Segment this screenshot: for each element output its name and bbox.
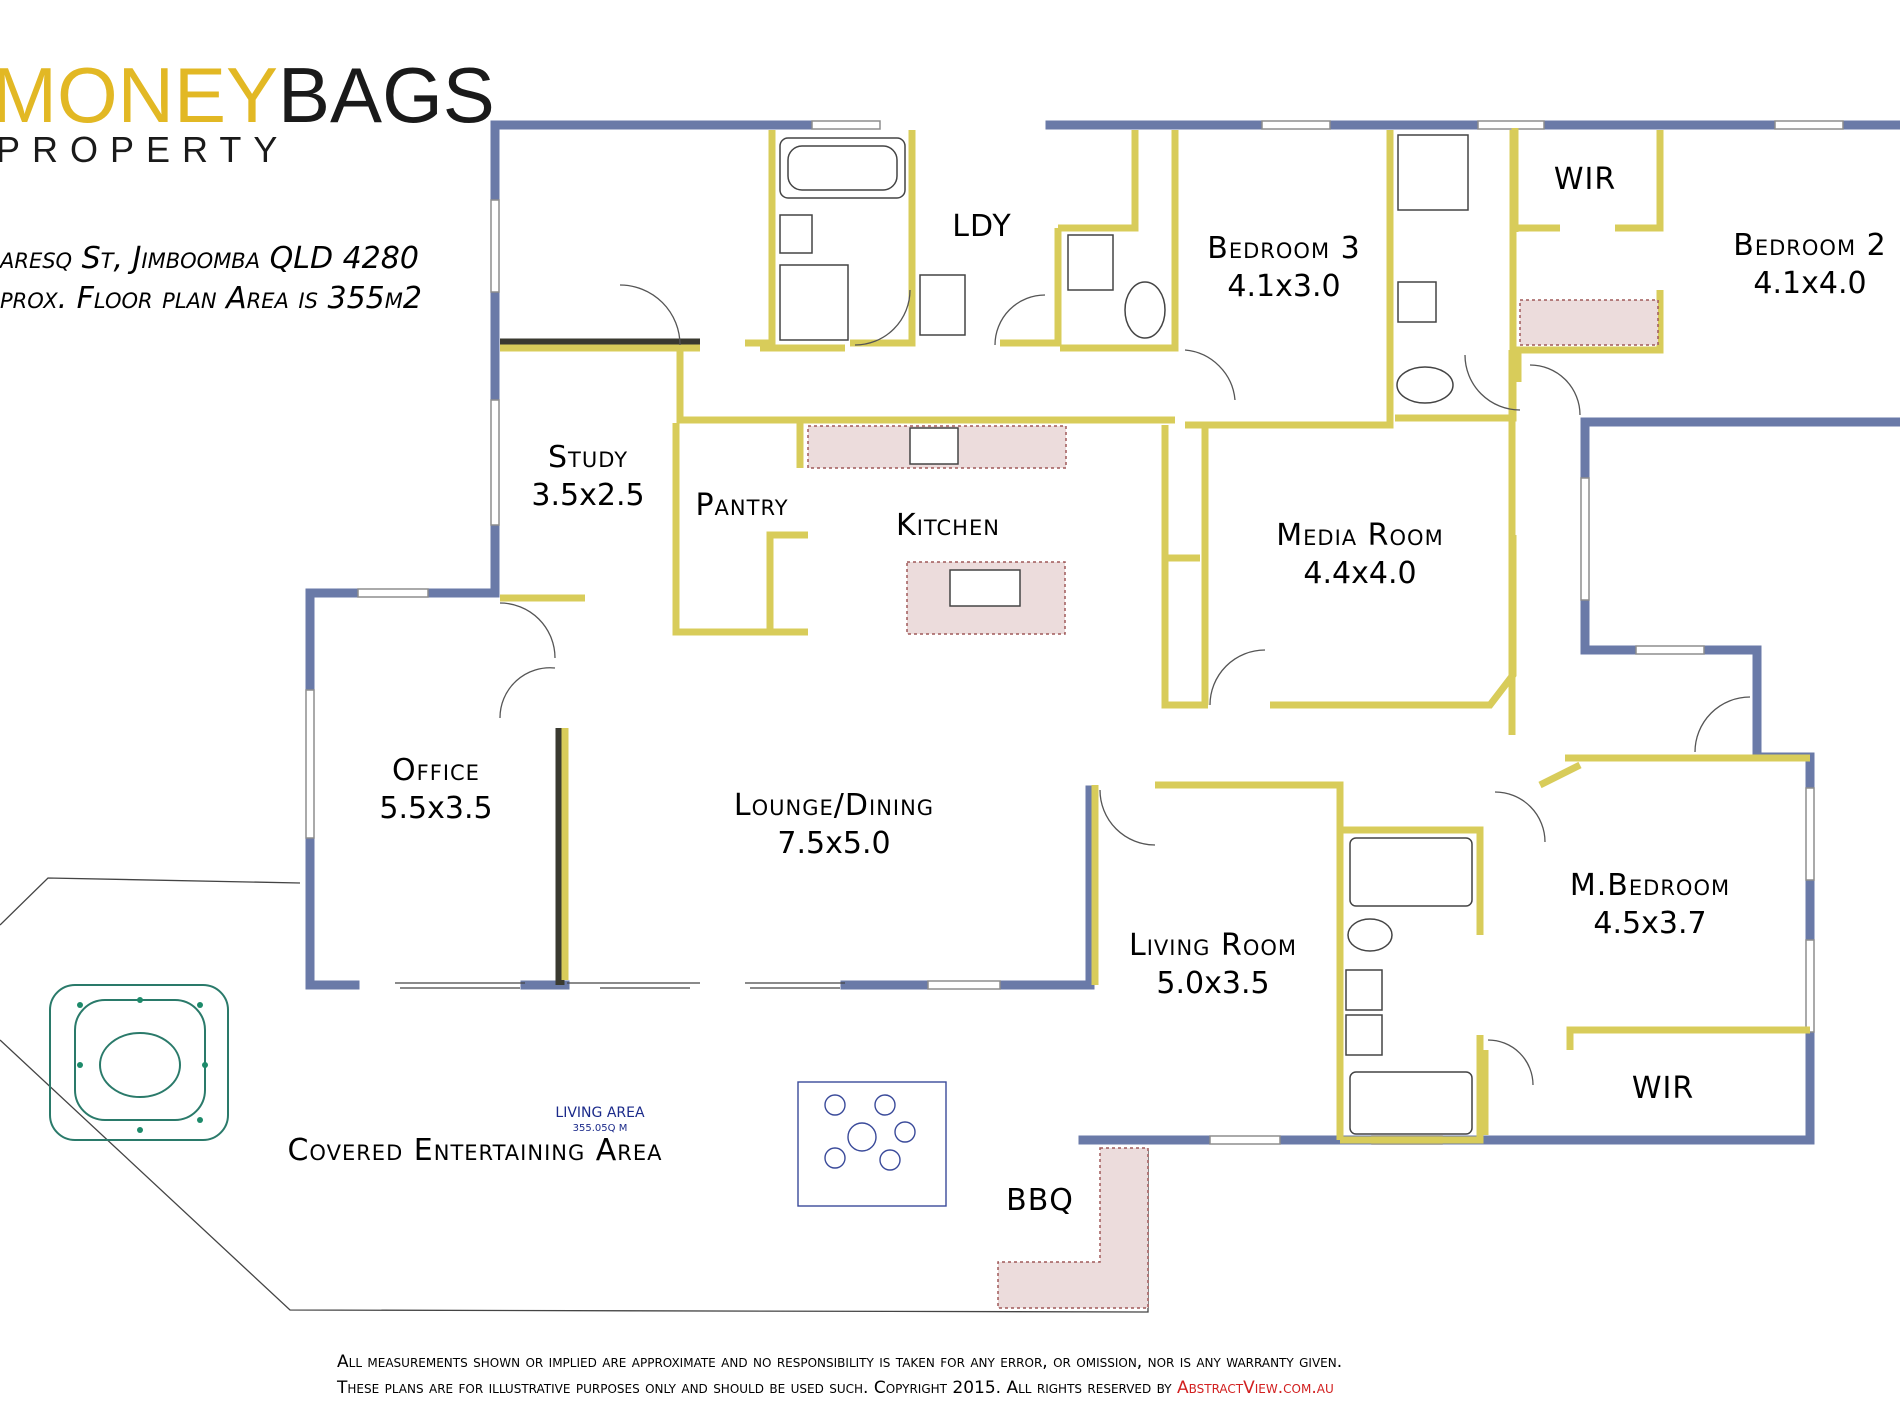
- room-label-office: Office: [392, 753, 480, 788]
- room-size-lounge: 7.5x5.0: [777, 826, 890, 861]
- room-size-bedroom2: 4.1x4.0: [1753, 266, 1866, 301]
- room-label-ldy: LDY: [952, 209, 1012, 244]
- address-line2: prox. Floor plan Area is 355m2: [0, 281, 422, 316]
- logo-subtitle: PROPERTY: [0, 129, 289, 170]
- room-size-mbedroom: 4.5x3.7: [1593, 906, 1706, 941]
- entertain-outline-bottom: [0, 1039, 1149, 1313]
- room-label-lounge: Lounge/Dining: [734, 788, 934, 823]
- room-label-media: Media Room: [1276, 518, 1443, 553]
- living-area-value: 355.05Q M: [573, 1123, 628, 1134]
- room-label-bbq: BBQ: [1006, 1183, 1074, 1218]
- room-label-kitchen: Kitchen: [896, 508, 1000, 543]
- bbq-bench: [997, 1147, 1149, 1309]
- room-label-wir2: WIR: [1632, 1071, 1694, 1106]
- dining-table-icon: [797, 1081, 947, 1207]
- room-labels: LDY Bedroom 3 4.1x3.0 WIR Bedroom 2 4.1x…: [287, 162, 1886, 1218]
- room-size-bedroom3: 4.1x3.0: [1227, 269, 1340, 304]
- room-label-study: Study: [548, 440, 628, 475]
- address-line1: aresq St, Jimboomba QLD 4280: [0, 241, 419, 276]
- door-swings: [499, 284, 1751, 1086]
- inner-walls: [500, 128, 1810, 1144]
- room-size-study: 3.5x2.5: [531, 478, 644, 513]
- fixtures: [779, 134, 1659, 1135]
- logo-part1: MONEY: [0, 51, 278, 139]
- room-label-pantry: Pantry: [695, 488, 788, 523]
- logo-part2: BAGS: [278, 51, 495, 139]
- svg-text:MONEYBAGS: MONEYBAGS: [0, 51, 495, 139]
- room-label-bedroom2: Bedroom 2: [1733, 228, 1886, 263]
- room-label-mbedroom: M.Bedroom: [1570, 868, 1730, 903]
- company-logo: MONEYBAGS PROPERTY: [0, 51, 495, 170]
- disclaimer-line1: All measurements shown or implied are ap…: [337, 1352, 1342, 1372]
- living-area-label: LIVING AREA: [555, 1105, 645, 1121]
- disclaimer-line2-text: These plans are for illustrative purpose…: [336, 1378, 1172, 1398]
- room-label-wir1: WIR: [1554, 162, 1616, 197]
- room-label-living: Living Room: [1129, 928, 1297, 963]
- room-size-office: 5.5x3.5: [379, 791, 492, 826]
- room-size-living: 5.0x3.5: [1156, 966, 1269, 1001]
- room-label-bedroom3: Bedroom 3: [1207, 231, 1360, 266]
- disclaimer-line2: These plans are for illustrative purpose…: [336, 1378, 1334, 1398]
- spa-icon: [49, 984, 229, 1141]
- entertain-outline-top: [0, 877, 301, 926]
- room-size-media: 4.4x4.0: [1303, 556, 1416, 591]
- abstractview-link[interactable]: AbstractView.com.au: [1177, 1378, 1334, 1398]
- room-label-entertaining: Covered Entertaining Area: [287, 1133, 662, 1168]
- sliding-doors: [395, 982, 845, 989]
